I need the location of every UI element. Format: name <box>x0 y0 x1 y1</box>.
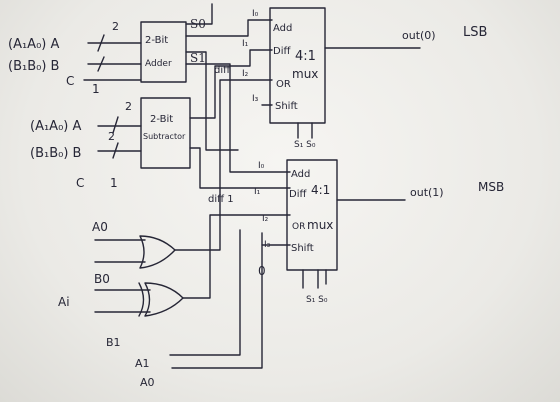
zero-wire-label: 0 <box>258 264 266 278</box>
mux-top-i0: I₀ <box>252 9 259 19</box>
b0-label: B0 <box>94 272 110 286</box>
mux-top-title: 4:1 <box>295 49 316 64</box>
sub-label-line2: Subtractor <box>143 132 186 141</box>
mux-top-shift: Shift <box>275 101 298 112</box>
mux-top-i2: I₂ <box>242 69 249 79</box>
mux-top-select-pins: S₁ S₀ <box>294 140 316 150</box>
mux-bottom-or: OR <box>292 222 305 232</box>
mux-bottom-i3: I₃ <box>264 240 271 250</box>
wire-a0-bottom <box>172 233 262 368</box>
mux-top-or: OR <box>276 79 291 90</box>
sub-b-label: (B₁B₀) B <box>30 146 81 161</box>
mux-bottom-select-pins: S₁ S₀ <box>306 295 328 305</box>
mux-top-i1: I₁ <box>242 39 249 49</box>
wire-or2-out <box>183 215 290 298</box>
adder-block <box>141 22 186 82</box>
or-gate-2 <box>145 283 183 316</box>
a0-bottom-label: A0 <box>140 376 155 389</box>
sub-label-line1: 2-Bit <box>150 114 173 125</box>
sub-c-value: 1 <box>110 176 118 190</box>
mux-bottom-output-note: MSB <box>478 180 504 194</box>
or-gate-1 <box>140 236 175 268</box>
b1-label: B1 <box>106 336 121 349</box>
mux-bottom-shift: Shift <box>291 243 314 254</box>
sub-a-label: (A₁A₀) A <box>30 119 81 134</box>
mux-bottom-output-label: out(1) <box>410 186 444 199</box>
diff1-wire-label: diff 1 <box>208 194 234 205</box>
mux-top-subtitle: mux <box>292 67 318 81</box>
bus-width-sub-a: 2 <box>125 100 132 113</box>
sub-c-label: C <box>76 176 84 190</box>
mux-bottom-add: Add <box>291 169 310 180</box>
adder-label-line1: 2-Bit <box>145 35 168 46</box>
mux-bottom-i1: I₁ <box>254 187 261 197</box>
diff-wire-label: diff <box>214 65 231 76</box>
mux-top-add: Add <box>273 23 292 34</box>
mux-bottom-diff: Diff <box>289 189 307 200</box>
mux-top-output-note: LSB <box>463 25 487 40</box>
adder-a-label: (A₁A₀) A <box>8 37 59 52</box>
xor-extra-curve <box>139 283 144 316</box>
wire-diff1 <box>190 148 290 188</box>
bus-width-sub-b: 2 <box>108 130 115 143</box>
mux-bottom-subtitle: mux <box>307 218 333 232</box>
adder-label-line2: Adder <box>145 59 172 69</box>
adder-b-label: (B₁B₀) B <box>8 59 59 74</box>
wire-a1-bottom <box>170 230 240 355</box>
adder-c-value: 1 <box>92 82 100 96</box>
mux-top-diff: Diff <box>273 46 291 57</box>
adder-c-label: C <box>66 74 74 88</box>
mux-bottom-i2: I₂ <box>262 214 269 224</box>
mux-bottom-title: 4:1 <box>311 183 330 197</box>
bus-width-adder: 2 <box>112 20 119 33</box>
select-s1-label: S1 <box>190 51 206 65</box>
a1-bottom-label: A1 <box>135 357 150 370</box>
ai-label: Ai <box>58 295 70 309</box>
a0-label: A0 <box>92 220 108 234</box>
mux-top-output-label: out(0) <box>402 29 436 42</box>
mux-bottom-i0: I₀ <box>258 161 265 171</box>
mux-top-i3: I₃ <box>252 94 259 104</box>
select-s0-label: S0 <box>190 17 206 31</box>
